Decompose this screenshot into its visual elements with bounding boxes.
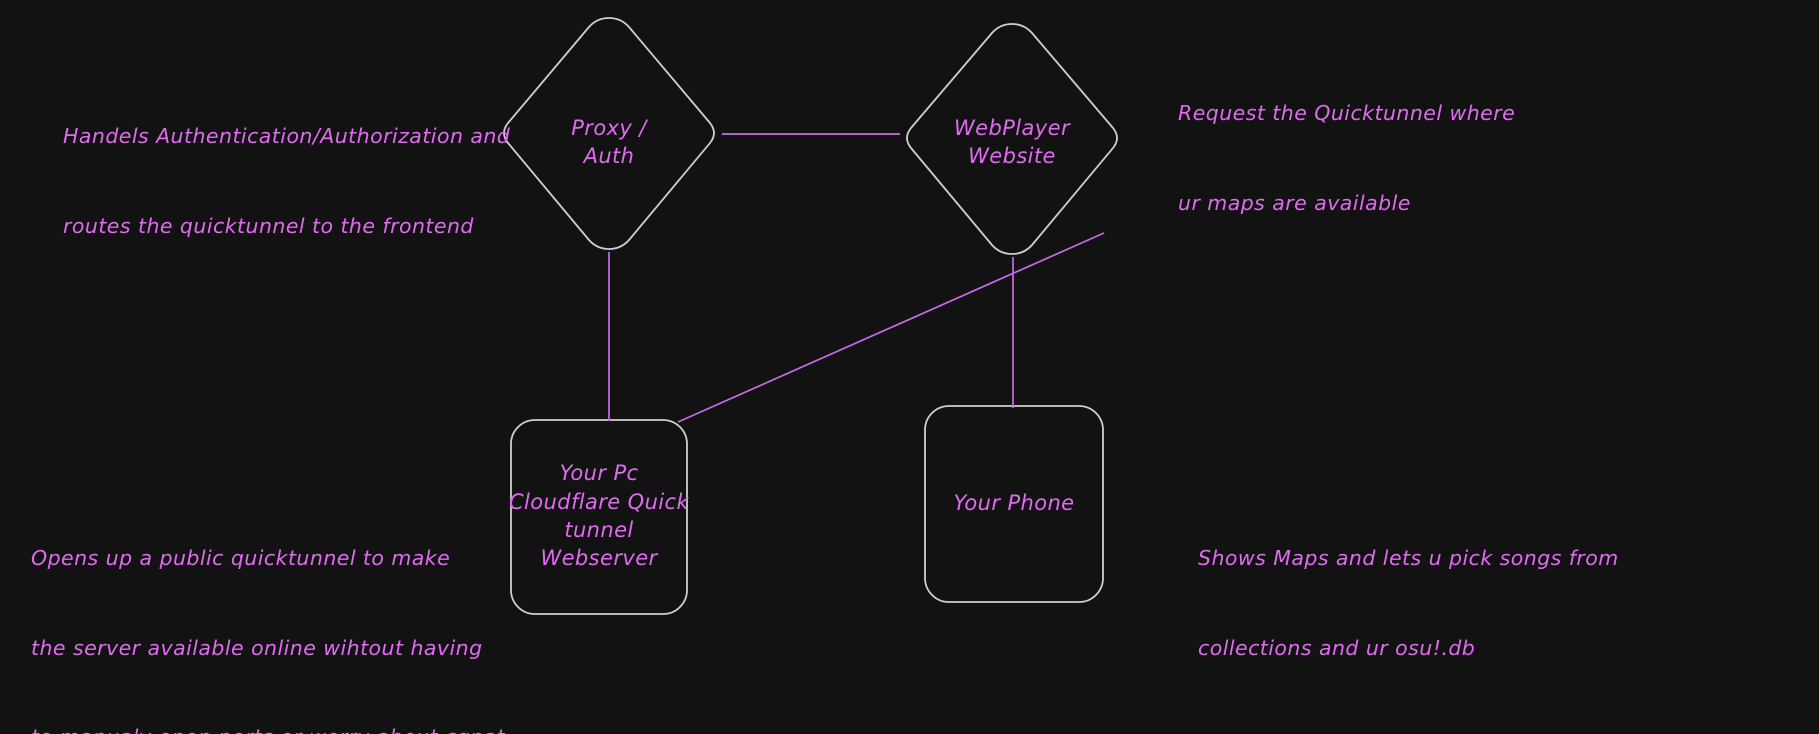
node-line: Proxy / (571, 115, 647, 140)
node-proxy-auth[interactable]: Proxy / Auth (494, 12, 724, 272)
annotation-line: to manualy open ports or worry about cgn… (31, 723, 505, 734)
annotation-line: Opens up a public quicktunnel to make (31, 546, 451, 571)
annotation-line: Request the Quicktunnel where (1178, 101, 1516, 126)
annotation-line: the server available online wihtout havi… (31, 635, 483, 660)
node-line: WebPlayer (954, 115, 1070, 140)
node-webplayer-website[interactable]: WebPlayer Website (898, 20, 1126, 264)
annotation-your-pc: Opens up a public quicktunnel to make th… (31, 485, 505, 734)
annotation-line: collections and ur osu!.db (1198, 635, 1476, 660)
node-line: Website (968, 144, 1056, 168)
node-your-phone[interactable]: Your Phone (924, 404, 1104, 602)
annotation-line: Shows Maps and lets u pick songs from (1198, 546, 1619, 571)
node-label-webplayer-website: WebPlayer Website (898, 20, 1126, 264)
annotation-proxy-auth: Handels Authentication/Authorization and… (63, 63, 510, 301)
node-line: tunnel (564, 518, 634, 542)
annotation-line: ur maps are available (1178, 190, 1411, 215)
node-label-your-pc: Your Pc Cloudflare Quick tunnel Webserve… (508, 418, 690, 614)
node-line: Your Pc (559, 461, 639, 486)
node-label-proxy-auth: Proxy / Auth (494, 12, 724, 272)
annotation-webplayer-website: Request the Quicktunnel where ur maps ar… (1178, 40, 1515, 278)
node-line: Webserver (540, 546, 658, 571)
annotation-line: Handels Authentication/Authorization and (63, 124, 511, 149)
node-line: Auth (583, 144, 635, 168)
annotation-line: routes the quicktunnel to the frontend (63, 213, 474, 238)
node-your-pc[interactable]: Your Pc Cloudflare Quick tunnel Webserve… (508, 418, 690, 614)
node-line: Cloudflare Quick (508, 489, 690, 514)
node-label-your-phone: Your Phone (924, 404, 1104, 602)
node-line: Your Phone (953, 490, 1075, 515)
annotation-your-phone: Shows Maps and lets u pick songs from co… (1198, 485, 1619, 723)
